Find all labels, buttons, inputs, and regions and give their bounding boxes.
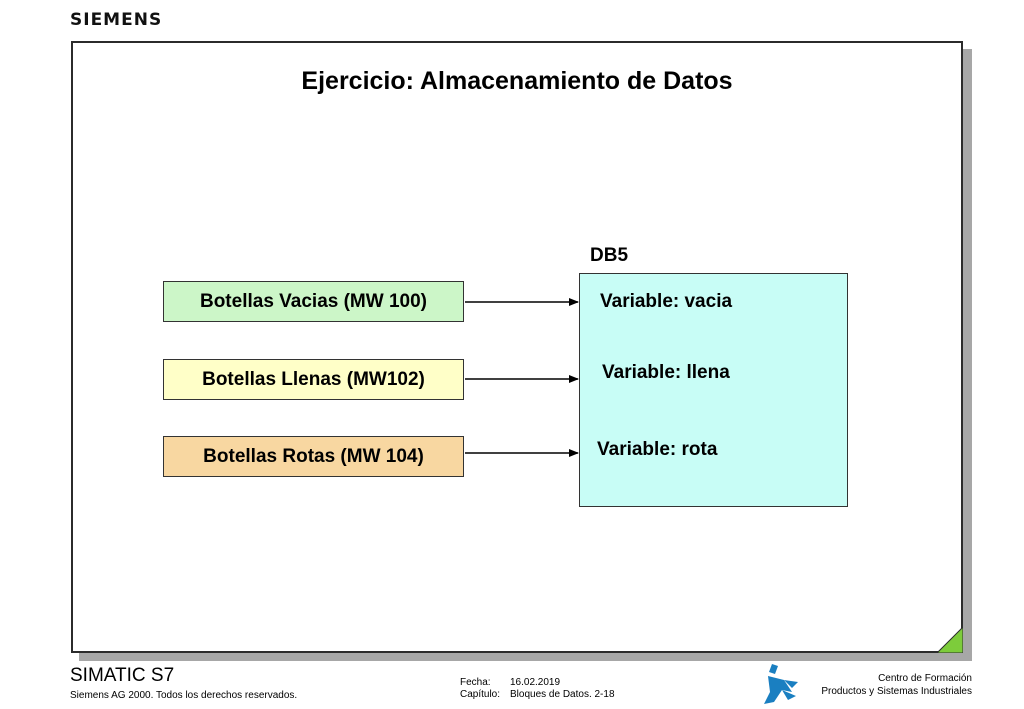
- footer-organization: Centro de Formación Productos y Sistemas…: [821, 672, 972, 698]
- page-fold-icon: [937, 627, 963, 653]
- siemens-logo-text: SIEMENS: [70, 10, 163, 30]
- footer-product: SIMATIC S7: [70, 665, 175, 686]
- db-label: DB5: [590, 245, 629, 266]
- capitulo-value: Bloques de Datos. 2-18: [510, 689, 615, 700]
- slide-frame: Ejercicio: Almacenamiento de Datos Botel…: [71, 41, 963, 653]
- footer-copyright: Siemens AG 2000. Todos los derechos rese…: [70, 690, 298, 701]
- org-line-2: Productos y Sistemas Industriales: [821, 686, 972, 697]
- footer-meta: Fecha: 16.02.2019 Capítulo: Bloques de Dat…: [460, 677, 615, 701]
- fecha-label: Fecha:: [460, 677, 491, 688]
- training-center-logo-icon: [764, 664, 798, 704]
- db-variable-rota: Variable: rota: [597, 439, 718, 460]
- source-box-rotas: Botellas Rotas (MW 104): [163, 436, 464, 477]
- source-box-vacias: Botellas Vacias (MW 100): [163, 281, 464, 322]
- source-box-llenas: Botellas Llenas (MW102): [163, 359, 464, 400]
- db-variable-llena: Variable: llena: [602, 362, 730, 383]
- db-block: Variable: vacia Variable: llena Variable…: [579, 273, 848, 507]
- capitulo-label: Capítulo:: [460, 689, 501, 700]
- org-line-1: Centro de Formación: [878, 673, 972, 684]
- slide-title: Ejercicio: Almacenamiento de Datos: [301, 67, 733, 95]
- db-variable-vacia: Variable: vacia: [600, 291, 733, 312]
- fecha-value: 16.02.2019: [510, 677, 561, 688]
